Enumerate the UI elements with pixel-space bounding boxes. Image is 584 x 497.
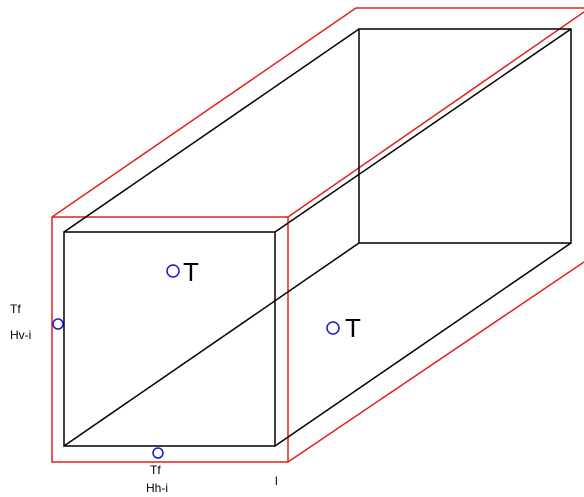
outer-outline-bottom-right-edge [287,261,584,463]
outer-outline-top-right-edge [287,11,584,218]
top-face-marker [166,264,180,278]
front-face [63,231,276,447]
box-edges [63,28,572,447]
left-edge-point: Tf Hv-i [10,302,64,342]
edge-bottom-right [274,242,572,447]
left-edge-label-line1: Tf [10,302,21,316]
side-face-marker [326,321,340,335]
outer-outline-top-left-edge [51,7,357,218]
bottom-edge-label-line2: Hh-i [146,481,168,495]
bottom-edge-marker [152,447,164,459]
back-face [358,28,572,244]
edge-bottom-left-diagonal [63,242,360,447]
outer-outline-front [51,216,289,463]
edge-top-left [63,28,360,233]
edge-top-right [274,28,572,233]
bottom-right-mark: l [275,474,278,488]
side-face-label: T [345,313,361,343]
left-edge-label-line2: Hv-i [10,328,31,342]
top-face-label: T [183,257,199,287]
left-edge-marker [52,318,64,330]
bottom-edge-point: Tf Hh-i [146,447,168,495]
side-face-point: T [326,313,361,343]
outer-outline [51,7,584,463]
top-face-point: T [166,257,199,287]
bottom-edge-label-line1: Tf [150,463,161,477]
